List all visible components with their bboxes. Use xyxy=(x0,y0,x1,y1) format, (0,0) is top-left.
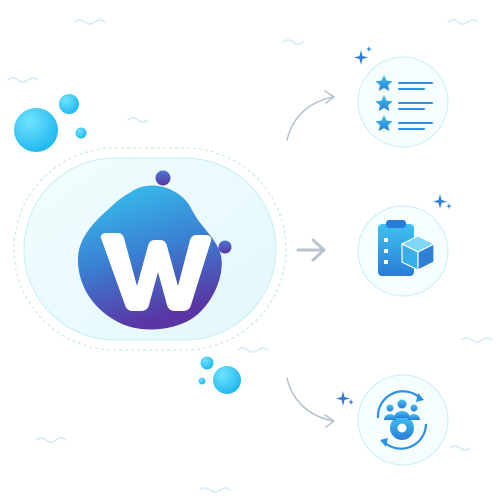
team-gear-icon xyxy=(376,390,428,450)
w-logo-icon xyxy=(77,170,232,330)
rating-list-icon xyxy=(375,75,433,131)
feature-rating-list xyxy=(354,46,449,148)
arrow-to-bottom-icon xyxy=(286,377,335,428)
feature-clipboard-box xyxy=(357,194,452,297)
bubble-small xyxy=(198,377,206,385)
logo-dot-right xyxy=(218,240,232,254)
sparkle-icon xyxy=(354,46,372,65)
arrow-to-top-icon xyxy=(286,90,335,141)
feature-team-gear xyxy=(336,374,449,466)
decorative-bubbles-bottom xyxy=(198,356,241,394)
bubble-small xyxy=(75,127,87,139)
background-squiggles xyxy=(7,19,493,493)
sparkle-icon xyxy=(433,194,452,209)
bubble-medium xyxy=(59,94,79,114)
logo-dot-top xyxy=(155,170,171,186)
bubble-large xyxy=(14,108,58,152)
clipboard-box-icon xyxy=(378,220,436,276)
arrow-right-icon xyxy=(296,238,326,262)
bubble-medium xyxy=(200,356,214,370)
decorative-bubbles-top-left xyxy=(14,94,87,152)
bubble-large xyxy=(213,366,241,394)
sparkle-icon xyxy=(336,391,354,406)
